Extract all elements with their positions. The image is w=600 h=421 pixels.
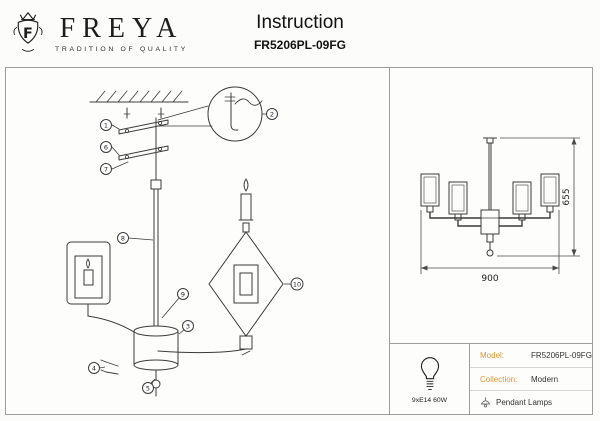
height-value: 655 [562, 188, 572, 205]
logo-text: FREYA TRADITION OF QUALITY [55, 12, 188, 53]
svg-text:5: 5 [146, 384, 150, 392]
glass-shade [66, 241, 111, 305]
callout-6: 6 [100, 141, 112, 153]
brand-tagline: TRADITION OF QUALITY [55, 45, 188, 53]
height-dimension [497, 137, 580, 257]
page-title: Instruction [256, 12, 344, 33]
callout-3: 3 [178, 320, 194, 335]
central-body [133, 325, 179, 337]
bulb-spec: 9xE14 60W [411, 396, 448, 404]
crest-letter: F [23, 26, 33, 42]
callout-8: 8 [117, 232, 154, 244]
svg-text:9: 9 [181, 290, 185, 298]
callout-2: 2 [262, 108, 278, 120]
mounting-bracket [118, 119, 169, 135]
svg-text:6: 6 [104, 143, 108, 151]
svg-text:7: 7 [104, 165, 108, 173]
header: F FREYA TRADITION OF QUALITY Instruction… [0, 0, 600, 67]
model-value: FR5206PL-09FG [531, 350, 592, 360]
spec-row-model: Model: FR5206PL-09FG [470, 344, 592, 368]
right-column: 655 900 [390, 68, 592, 414]
spec-table: Model: FR5206PL-09FG Collection: Modern [470, 344, 592, 414]
magnifier-detail-icon [207, 86, 263, 142]
svg-text:1: 1 [104, 121, 108, 129]
freya-crest-icon: F [13, 11, 43, 52]
title-block: Instruction FR5206PL-09FG [0, 12, 600, 52]
ceiling-screws [126, 107, 162, 119]
collection-value: Modern [531, 374, 559, 384]
collection-label: Collection: [480, 374, 518, 384]
spec-strip: 9xE14 60W Model: FR5206PL-09FG Collectio… [390, 344, 592, 414]
candle-bulb [243, 178, 249, 192]
callout-7: 7 [100, 163, 112, 175]
bulb-spec-cell: 9xE14 60W [390, 344, 470, 414]
model-number: FR5206PL-09FG [253, 38, 347, 52]
dimensions-panel: 655 900 [390, 68, 592, 344]
callout-10: 10 [284, 277, 304, 291]
spec-row-collection: Collection: Modern [470, 368, 592, 392]
pendant-lamp-icon [480, 397, 491, 408]
content-frame: 1 6 7 2 [5, 67, 593, 415]
bulb-icon [420, 356, 439, 390]
brand-name: FREYA [59, 12, 184, 44]
freya-logo: F FREYA TRADITION OF QUALITY [8, 7, 188, 59]
chandelier-hub [480, 209, 500, 235]
spec-row-category: Pendant Lamps [470, 391, 592, 414]
width-value: 900 [481, 274, 498, 284]
svg-text:2: 2 [270, 110, 274, 118]
callout-1: 1 [100, 119, 112, 131]
callout-9: 9 [161, 288, 189, 319]
category-value: Pendant Lamps [496, 398, 553, 408]
svg-text:10: 10 [293, 280, 301, 288]
detail-diamond [208, 231, 284, 337]
dimensions-drawing: 655 900 [420, 137, 580, 284]
callout-4: 4 [88, 362, 106, 374]
assembly-diagram-panel: 1 6 7 2 [6, 68, 390, 414]
callout-5: 5 [142, 378, 156, 394]
svg-text:4: 4 [92, 364, 96, 372]
assembly-diagram: 1 6 7 2 [66, 86, 304, 397]
width-dimension [420, 210, 560, 274]
svg-text:3: 3 [186, 322, 190, 330]
svg-text:8: 8 [121, 234, 125, 242]
model-label: Model: [480, 350, 505, 360]
